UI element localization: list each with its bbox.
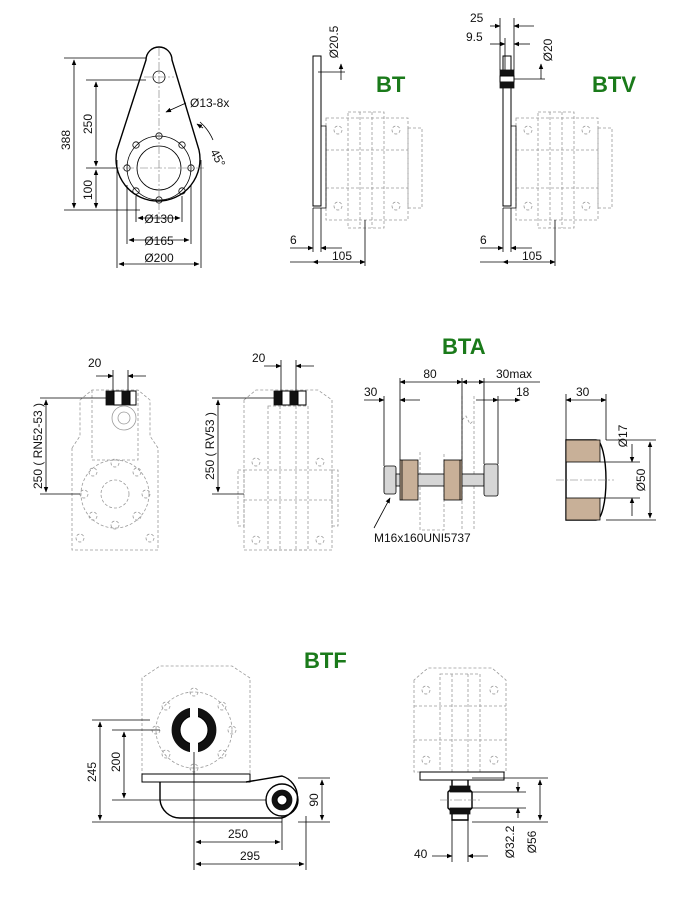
bta-front-bushing <box>105 390 137 406</box>
bushing-dim-d50: Ø50 <box>634 468 648 491</box>
btv-dimension-lines <box>480 18 556 266</box>
bta-dim-30: 30 <box>364 385 378 399</box>
bta-bolt-head <box>383 465 397 495</box>
bta-bolt-dimension-lines <box>364 378 540 529</box>
bta-side-dim-vert: 250 ( RV53 ) <box>203 412 217 480</box>
bta-side-ghost <box>237 389 339 551</box>
bta-front-pivot-inner <box>117 411 131 425</box>
bt-view: BT Ø20.5 6 105 <box>290 25 423 266</box>
btf-dim-250: 250 <box>228 827 248 841</box>
btv-title: BTV <box>592 72 636 97</box>
bt-gearbox-ghost <box>325 111 423 229</box>
btv-dim-9-5: 9.5 <box>466 30 483 44</box>
arm-centerlines <box>112 48 206 220</box>
dim-250: 250 <box>81 114 95 134</box>
btf-front-dimension-lines <box>92 719 330 870</box>
dim-100: 100 <box>81 180 95 200</box>
bta-side-view: 20 250 ( RV53 ) <box>203 351 339 551</box>
dim-d200: Ø200 <box>144 251 174 265</box>
bta-dim-80: 80 <box>423 367 437 381</box>
btv-arm-step <box>503 125 517 209</box>
btv-dim-6: 6 <box>480 233 487 247</box>
btv-dim-25: 25 <box>470 11 484 25</box>
bt-title: BT <box>376 72 406 97</box>
btv-gearbox-ghost <box>515 111 613 229</box>
bta-bushing-section: 30 Ø17 Ø50 <box>556 385 656 521</box>
bta-title: BTA <box>442 334 486 359</box>
bta-bolt-spec: M16x160UNI5737 <box>374 531 471 545</box>
btf-base-plate <box>141 773 251 783</box>
dim-holes: Ø13-8x <box>190 96 229 110</box>
btf-dim-295: 295 <box>240 849 260 863</box>
bta-bolt-assembly: 30 80 30max 18 M16x160UNI5737 <box>364 367 540 545</box>
bushing-dim-d17: Ø17 <box>616 424 630 447</box>
bt-dimension-lines <box>290 63 366 266</box>
btf-side-bushing-top <box>449 785 471 793</box>
btf-side-dimension-lines <box>432 777 548 862</box>
btf-dim-90: 90 <box>307 793 321 807</box>
arm-dimension-lines <box>71 59 214 267</box>
btf-hub-gap <box>190 706 198 754</box>
dim-388: 388 <box>59 130 73 150</box>
bushing-dim-30: 30 <box>576 385 590 399</box>
btf-dim-245: 245 <box>85 762 99 782</box>
bt-arm-step <box>313 125 327 209</box>
bta-front-dimension-lines <box>40 370 146 495</box>
torque-arm-view: 388 250 100 Ø13-8x 45° Ø130 Ø165 Ø200 <box>59 46 229 268</box>
btv-bushing <box>499 69 515 89</box>
btf-dim-200: 200 <box>109 752 123 772</box>
btf-side-view: 40 Ø32.2 Ø56 <box>413 667 548 862</box>
dim-angle: 45° <box>207 147 228 170</box>
btf-side-dim-d56: Ø56 <box>525 830 539 853</box>
btf-arm-eye-bore <box>276 794 288 806</box>
btf-side-dim-40: 40 <box>414 847 428 861</box>
btf-side-ghost <box>413 667 507 773</box>
btf-side-base-plate <box>419 771 505 781</box>
torque-arm-outline <box>115 46 201 202</box>
bta-nut <box>483 463 499 497</box>
btf-side-bushing-bottom <box>449 807 471 815</box>
bta-front-pivot-outer <box>111 405 137 431</box>
btf-front-view: 245 200 90 250 295 <box>85 665 330 870</box>
btv-arm-plate <box>502 55 512 207</box>
bt-dim-d20-5: Ø20.5 <box>327 25 341 58</box>
bta-front-ghost <box>71 389 159 551</box>
bt-arm-plate <box>312 55 322 207</box>
arm-extension-lines <box>64 57 202 268</box>
bta-dim-18: 18 <box>516 385 530 399</box>
bta-rubber-right <box>443 459 463 501</box>
btf-side-dim-d32-2: Ø32.2 <box>503 825 517 858</box>
bt-dim-6: 6 <box>290 233 297 247</box>
bt-dim-105: 105 <box>332 249 352 263</box>
bta-dim-30max: 30max <box>496 367 532 381</box>
dim-d130: Ø130 <box>144 212 174 226</box>
btv-dim-105: 105 <box>522 249 542 263</box>
bta-side-bushing <box>273 390 307 406</box>
bushing-rubber-top <box>565 439 601 463</box>
bta-side-dim-20: 20 <box>252 351 266 365</box>
bushing-dimension-lines <box>565 394 656 521</box>
btv-dim-d20: Ø20 <box>541 38 555 61</box>
btv-view: BTV <box>466 11 636 266</box>
btf-title: BTF <box>304 648 347 673</box>
bta-front-view: 20 250 ( RN52-53 ) <box>31 356 159 551</box>
btf-side-arm <box>447 780 473 821</box>
bta-side-dimension-lines <box>212 360 314 495</box>
bta-front-dim-vert: 250 ( RN52-53 ) <box>31 403 45 489</box>
bushing-rubber-bottom <box>565 497 601 521</box>
bta-rubber-left <box>399 459 419 501</box>
bta-front-dim-20: 20 <box>88 356 102 370</box>
dim-d165: Ø165 <box>144 234 174 248</box>
